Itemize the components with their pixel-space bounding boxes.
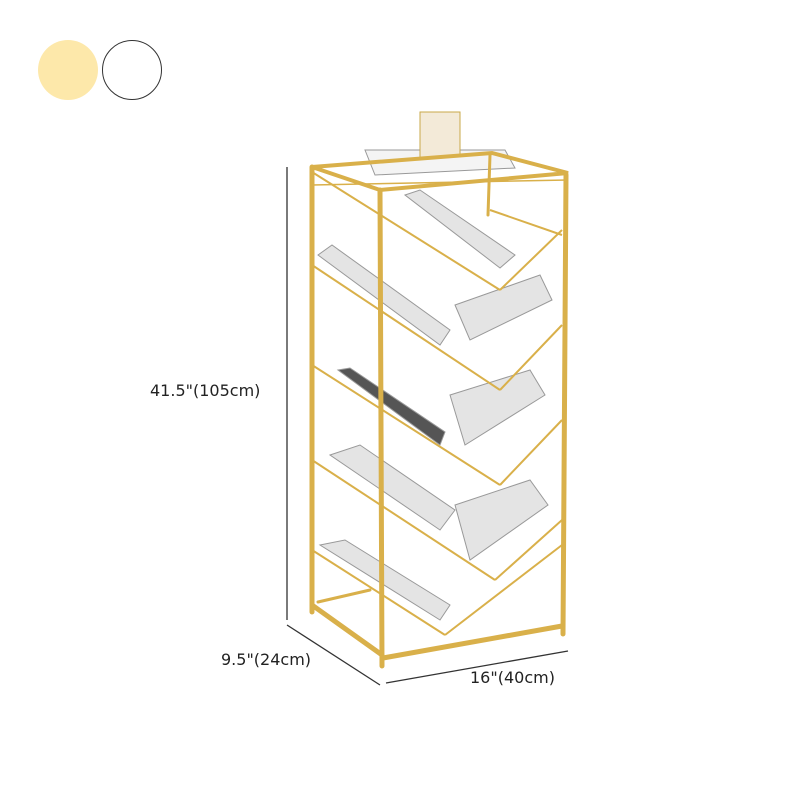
color-swatch-white[interactable] — [102, 40, 162, 100]
color-swatch-gold[interactable] — [38, 40, 98, 100]
shelf-rails — [311, 171, 569, 636]
depth-label: 9.5"(24cm) — [221, 650, 312, 669]
width-label: 16"(40cm) — [470, 668, 555, 687]
books — [317, 111, 553, 621]
dimension-lines — [286, 167, 569, 686]
height-label: 41.5"(105cm) — [150, 381, 261, 400]
frame — [309, 150, 569, 669]
